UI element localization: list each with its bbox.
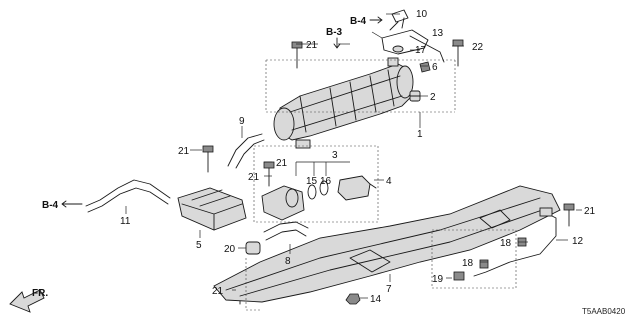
sensor-4 [337, 175, 377, 201]
label-4: 4 [386, 176, 392, 187]
label-7: 7 [386, 284, 392, 295]
clip-6 [419, 61, 431, 73]
bolt-21-top-left [291, 41, 303, 69]
nut-14 [345, 293, 361, 305]
label-20: 20 [224, 244, 236, 255]
hose-11 [85, 179, 171, 207]
label-11: 11 [120, 216, 131, 227]
bolt-21-right [563, 203, 575, 227]
label-9: 9 [239, 116, 245, 127]
label-18-b: 18 [462, 258, 474, 269]
harness-12 [473, 207, 557, 277]
ref-b4-top: B-4 [350, 16, 367, 27]
bolt-21-mid [263, 161, 275, 187]
ref-arrow-b3 [333, 37, 341, 49]
label-17: 17 [415, 45, 427, 56]
ref-arrow-b4-left [61, 200, 83, 208]
valve-bracket-13 [381, 29, 445, 63]
frame-7 [213, 185, 561, 303]
o-ring-16 [319, 180, 329, 196]
grommet-17 [392, 45, 404, 53]
frame-group-outline [245, 258, 260, 311]
bolt-22 [452, 39, 464, 67]
front-label: FR. [32, 288, 48, 299]
label-3: 3 [332, 150, 338, 161]
clip-19 [453, 271, 465, 281]
label-21-right: 21 [584, 206, 596, 217]
valve-group-outline [253, 145, 379, 223]
valve-body [261, 185, 305, 221]
label-21-top: 21 [306, 40, 318, 51]
label-22: 22 [472, 42, 484, 53]
hose-11-inner [87, 187, 169, 213]
harness-group-outline [431, 229, 517, 289]
label-19: 19 [432, 274, 444, 285]
cap-2 [409, 90, 421, 102]
label-13: 13 [432, 28, 444, 39]
o-ring-15 [307, 184, 317, 200]
ref-b4-left: B-4 [42, 200, 59, 211]
hose-8 [263, 221, 309, 233]
label-21-mid-left: 21 [178, 146, 190, 157]
label-6: 6 [432, 62, 438, 73]
label-21-bottom: 21 [212, 286, 224, 297]
label-8: 8 [285, 256, 291, 267]
ref-arrow-b4-top [369, 16, 383, 24]
diagram-code: T5AAB0420 [582, 307, 626, 316]
label-5: 5 [196, 240, 202, 251]
label-21-mid-a: 21 [276, 158, 288, 169]
label-21-mid-b: 21 [248, 172, 260, 183]
hose-8-inner [265, 229, 307, 241]
label-2: 2 [430, 92, 436, 103]
grommet-20 [245, 241, 261, 255]
leader-lines [125, 13, 582, 299]
hose-9-inner [235, 139, 265, 169]
label-16: 16 [320, 176, 332, 187]
air-filter-5 [177, 187, 247, 231]
label-18-a: 18 [500, 238, 512, 249]
label-12: 12 [572, 236, 584, 247]
charcoal-canister [273, 57, 414, 149]
label-10: 10 [416, 9, 428, 20]
clip-18-b [479, 259, 489, 269]
label-14: 14 [370, 294, 382, 305]
ref-b3: B-3 [326, 27, 343, 38]
label-15: 15 [306, 176, 318, 187]
label-1: 1 [417, 129, 423, 140]
hose-10 [389, 9, 409, 31]
bolt-21-mid-left [202, 145, 214, 173]
canister-group-outline [265, 59, 456, 113]
hose-9 [227, 133, 263, 167]
front-arrow: FR. [9, 288, 48, 313]
